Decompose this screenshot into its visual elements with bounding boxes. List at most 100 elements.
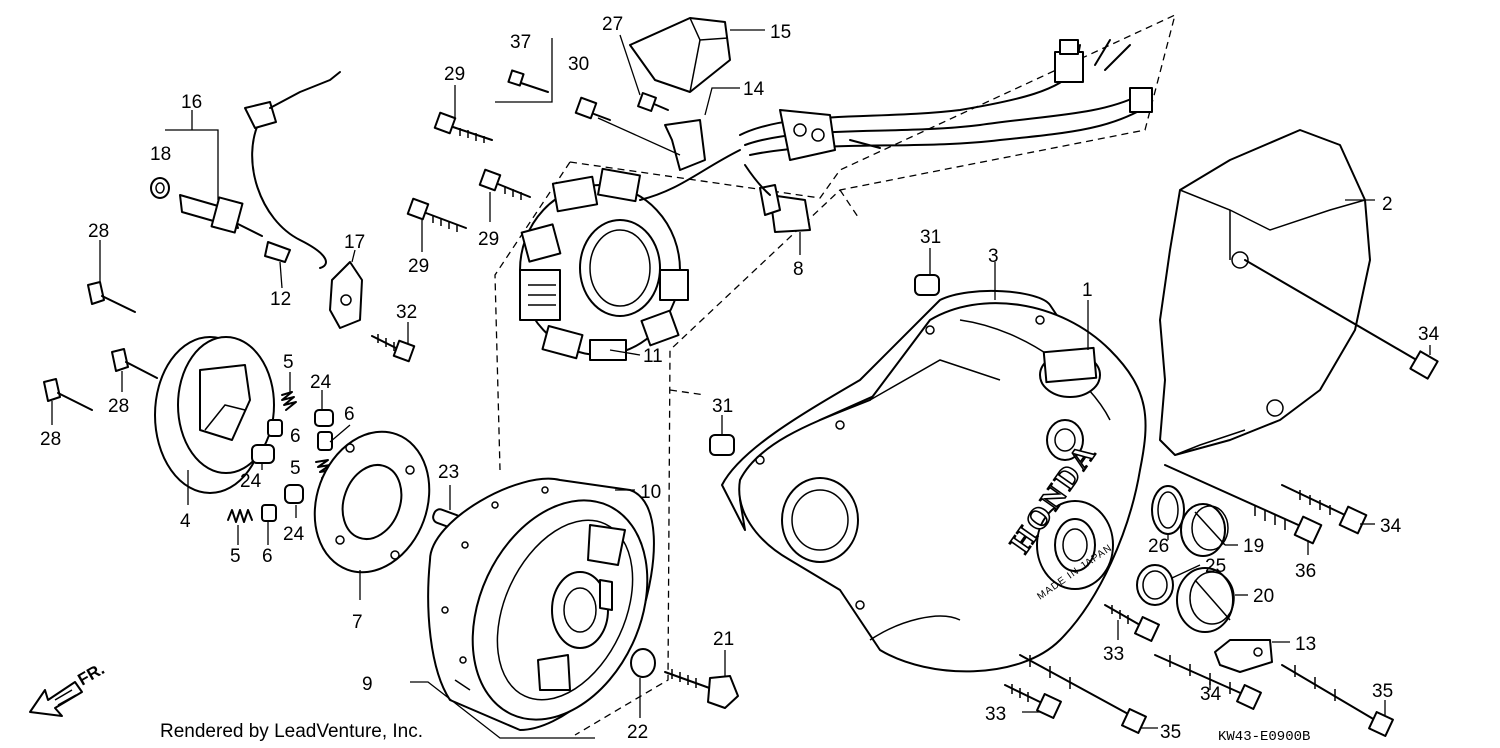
- washer-22: [630, 648, 656, 718]
- callout-17: 17: [344, 232, 365, 253]
- callout-9: 9: [362, 674, 373, 695]
- callout-16: 16: [181, 92, 202, 113]
- bolt-29a: [433, 85, 493, 143]
- flywheel-10: [410, 477, 655, 739]
- callout-34c: 34: [1200, 684, 1222, 705]
- bolt-34a: [1244, 259, 1439, 380]
- cable-12: [244, 71, 341, 289]
- callout-1: 1: [1082, 280, 1093, 301]
- washer-18: [150, 177, 170, 199]
- callout-24b: 24: [240, 471, 262, 492]
- cap-24a: [314, 390, 334, 427]
- drawing-code: KW43-E0900B: [1218, 729, 1310, 745]
- outer-cover-2: [1159, 129, 1375, 456]
- side-plate-7: [313, 430, 431, 600]
- callout-5a: 5: [283, 352, 294, 373]
- crankcase-cover-1: HONDA MADE IN JAPAN: [738, 300, 1147, 673]
- callout-29a: 29: [444, 64, 465, 85]
- callout-33b: 33: [985, 704, 1006, 725]
- callout-28b: 28: [108, 396, 129, 417]
- bolt-21: [664, 650, 739, 709]
- callout-24c: 24: [283, 524, 305, 545]
- callout-21: 21: [713, 629, 734, 650]
- callout-8: 8: [793, 259, 804, 280]
- bolt-28b: [111, 348, 158, 392]
- assembly-group-outline: [494, 13, 1176, 736]
- callout-labels: 1 2 3 4 5 5 5 6 6 6 7 8 9 10 11 12 13 14…: [40, 14, 1440, 743]
- callout-35a: 35: [1160, 722, 1181, 743]
- callout-14: 14: [743, 79, 765, 100]
- roller-6a: [317, 424, 351, 451]
- plate-17: [329, 249, 363, 329]
- front-direction-arrow: FR.: [29, 659, 108, 717]
- callout-3: 3: [988, 246, 999, 267]
- stator-11: [519, 149, 741, 361]
- bolt-33a: [1104, 604, 1160, 642]
- callout-6b: 6: [290, 426, 301, 447]
- callout-31b: 31: [712, 396, 733, 417]
- callout-27: 27: [602, 14, 623, 35]
- callout-28c: 28: [40, 429, 61, 450]
- bolt-28a: [87, 240, 136, 313]
- callout-7: 7: [352, 612, 363, 633]
- shaft-16: [165, 110, 263, 237]
- bolt-35b: [1281, 664, 1394, 737]
- callout-22: 22: [627, 722, 648, 743]
- callout-24a: 24: [310, 372, 332, 393]
- callout-34a: 34: [1418, 324, 1440, 345]
- pulse-generator-8: [744, 164, 811, 255]
- callout-19: 19: [1243, 536, 1264, 557]
- fr-label: FR.: [75, 659, 108, 689]
- render-credit: Rendered by LeadVenture, Inc.: [160, 721, 423, 742]
- bolt-29b: [478, 168, 531, 222]
- bolt-34b: [1281, 484, 1375, 535]
- callout-26: 26: [1148, 536, 1169, 557]
- callout-12: 12: [270, 289, 291, 310]
- callout-23: 23: [438, 462, 459, 483]
- bolt-32: [371, 322, 416, 363]
- o-ring-25: [1136, 564, 1201, 606]
- rubber-cover-15: [629, 17, 765, 93]
- dowel-31b: [709, 415, 735, 456]
- callout-5b: 5: [290, 458, 301, 479]
- o-ring-26: [1151, 485, 1185, 540]
- clutch-outer-4: [154, 336, 275, 505]
- wire-harness: [739, 39, 1153, 161]
- callout-33a: 33: [1103, 644, 1124, 665]
- callout-37: 37: [510, 32, 531, 53]
- bolt-33b: [1004, 684, 1062, 719]
- callout-13: 13: [1295, 634, 1316, 655]
- callout-11: 11: [643, 346, 663, 367]
- plug-20: [1176, 567, 1248, 633]
- bracket-13: [1214, 639, 1290, 673]
- cap-24c: [284, 484, 304, 518]
- bolt-36: [1164, 464, 1323, 555]
- dowel-31a: [914, 248, 940, 296]
- callout-20: 20: [1253, 586, 1274, 607]
- callout-35b: 35: [1372, 681, 1393, 702]
- callout-25: 25: [1205, 556, 1226, 577]
- callout-6a: 6: [344, 404, 355, 425]
- spring-5c: [227, 509, 253, 545]
- cap-24b: [251, 444, 275, 470]
- callout-6c: 6: [262, 546, 273, 567]
- callout-29b: 29: [478, 229, 499, 250]
- bolt-29c: [406, 197, 467, 252]
- bolt-30: [574, 96, 681, 156]
- bolt-37: [495, 38, 553, 103]
- callout-4: 4: [180, 511, 191, 532]
- roller-6c: [261, 504, 277, 545]
- callout-2: 2: [1382, 194, 1393, 215]
- bolt-27: [619, 34, 669, 112]
- callout-31a: 31: [920, 227, 941, 248]
- callout-36: 36: [1295, 561, 1316, 582]
- callout-34b: 34: [1380, 516, 1402, 537]
- callout-29c: 29: [408, 256, 429, 277]
- callout-5c: 5: [230, 546, 241, 567]
- roller-6b: [267, 419, 283, 437]
- callout-10: 10: [640, 482, 661, 503]
- callout-15: 15: [770, 22, 791, 43]
- clamp-14: [664, 87, 740, 171]
